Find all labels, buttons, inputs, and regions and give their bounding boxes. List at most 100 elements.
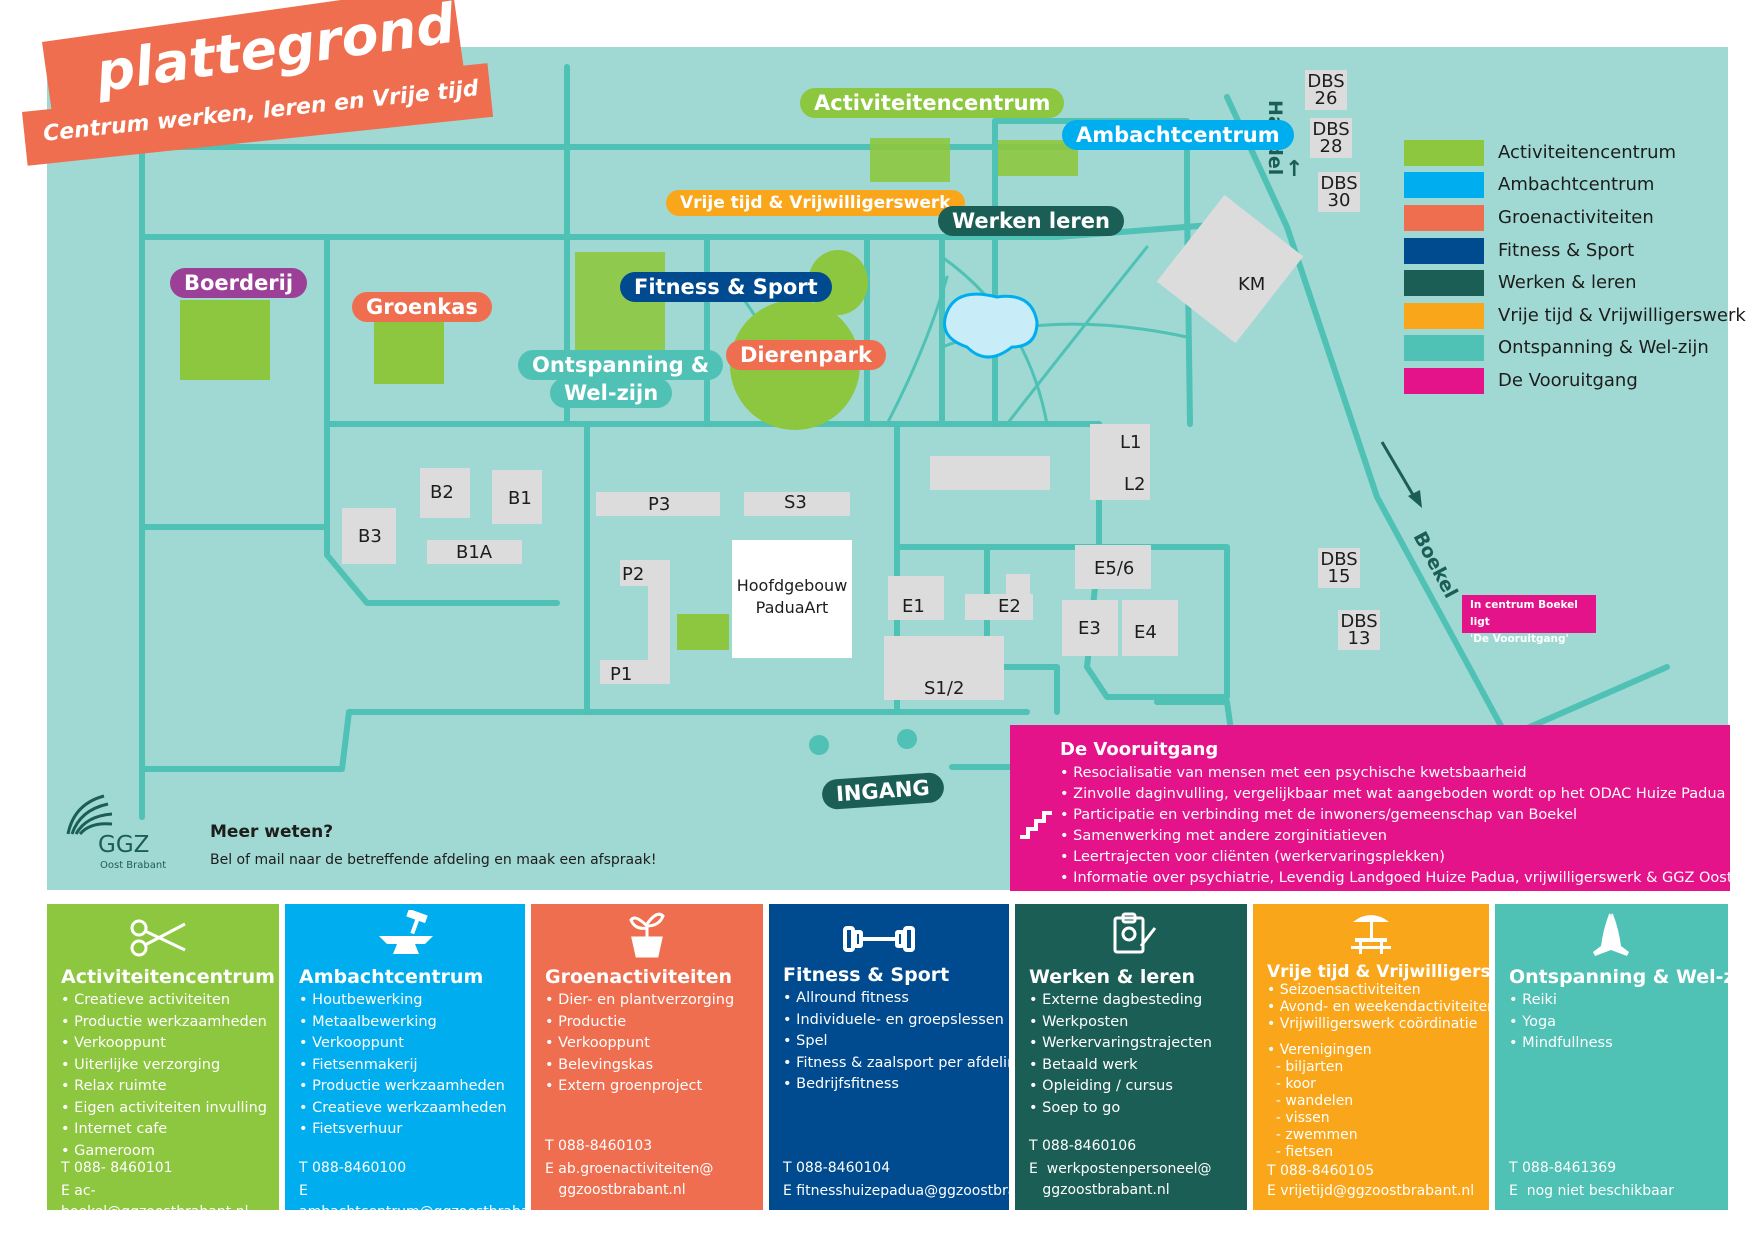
vooruitgang-note: In centrum Boekel ligt'De Vooruitgang' xyxy=(1462,595,1596,645)
card-email: E nog niet beschikbaar xyxy=(1509,1183,1674,1199)
card-list: • Creatieve activiteiten• Productie werk… xyxy=(61,992,267,1159)
building-activiteitencentrum xyxy=(870,138,950,182)
card-email: E fitnesshuizepadua@ggzoostbrabant.nl xyxy=(783,1183,1009,1199)
plant-icon xyxy=(629,912,665,958)
vooruitgang-title: De Vooruitgang xyxy=(1060,739,1219,760)
ggz-logo-text: GGZ xyxy=(98,832,150,858)
card-list: • Houtbewerking• Metaalbewerking• Verkoo… xyxy=(299,992,507,1137)
card-vrije-tijd: Vrije tijd & Vrijwilligerswerk • Seizoen… xyxy=(1253,904,1489,1210)
hoofdgebouw-label-2: PaduaArt xyxy=(755,598,829,617)
card-email: E ab.groenactiviteiten@ ggzoostbrabant.n… xyxy=(545,1161,714,1198)
building-e1: E1 xyxy=(902,596,925,617)
ggz-logo-icon xyxy=(66,794,113,836)
building-p3: P3 xyxy=(648,494,671,515)
card-ontspanning-welzijn: Ontspanning & Wel-zijn • Reiki• Yoga• Mi… xyxy=(1495,904,1728,1210)
card-phone: T 088-8460100 xyxy=(299,1160,407,1176)
card-werken-leren: Werken & leren • Externe dagbesteding• W… xyxy=(1015,904,1247,1210)
building-e3: E3 xyxy=(1078,618,1101,639)
vooruitgang-item: • Samenwerking met andere zorginitiatiev… xyxy=(1060,828,1387,844)
pill-ontspanning-2: Wel-zijn xyxy=(550,378,673,408)
vooruitgang-item: • Participatie en verbinding met de inwo… xyxy=(1060,807,1578,823)
building-s3: S3 xyxy=(784,492,807,513)
building-s12: S1/2 xyxy=(924,678,965,699)
pill-vrije-tijd: Vrije tijd & Vrijwilligerswerk xyxy=(666,190,965,216)
building-l1: L1 xyxy=(1120,432,1142,453)
building-e56: E5/6 xyxy=(1094,558,1135,579)
pill-ontspanning-1: Ontspanning & xyxy=(518,350,724,380)
pill-dierenpark: Dierenpark xyxy=(726,340,886,370)
stairs-icon xyxy=(1020,811,1052,839)
building-p1: P1 xyxy=(610,664,633,685)
pill-ambachtcentrum: Ambachtcentrum xyxy=(1062,120,1294,150)
building-b1: B1 xyxy=(508,488,532,509)
card-title: Activiteitencentrum xyxy=(61,966,275,988)
card-phone: T 088-8460104 xyxy=(783,1160,891,1176)
building-ambachtcentrum xyxy=(998,140,1078,176)
card-title: Groenactiviteiten xyxy=(545,966,732,988)
building-groenkas xyxy=(374,318,444,384)
pond-icon xyxy=(943,292,1039,359)
pill-activiteitencentrum: Activiteitencentrum xyxy=(800,88,1065,118)
card-list: • Allround fitness• Individuele- en groe… xyxy=(783,990,1009,1092)
building-e4: E4 xyxy=(1134,622,1157,643)
card-email: E vrijetijd@ggzoostbrabant.nl xyxy=(1267,1183,1475,1199)
card-phone: T 088-8460106 xyxy=(1029,1138,1137,1154)
card-title: Fitness & Sport xyxy=(783,964,950,986)
ggz-logo-sub: Oost Brabant xyxy=(100,860,167,871)
pill-werken-leren: Werken leren xyxy=(938,206,1124,236)
card-title: Ambachtcentrum xyxy=(299,966,484,988)
card-list: • Externe dagbesteding• Werkposten• Werk… xyxy=(1029,992,1212,1116)
info-text: Bel of mail naar de betreffende afdeling… xyxy=(210,852,657,868)
pill-boerderij: Boerderij xyxy=(170,268,308,298)
anvil-icon xyxy=(379,910,433,954)
vooruitgang-item: • Informatie over psychiatrie, Levendig … xyxy=(1060,870,1764,886)
building-boerderij xyxy=(180,300,270,380)
card-list: • Seizoensactiviteiten• Avond- en weeken… xyxy=(1267,982,1489,1032)
card-email: E werkpostenpersoneel@ ggzoostbrabant.nl xyxy=(1029,1161,1212,1198)
vooruitgang-item: • Zinvolle daginvulling, vergelijkbaar m… xyxy=(1060,786,1726,802)
arrow-down-right-icon xyxy=(1380,441,1422,508)
building-ontspanning xyxy=(575,252,665,352)
praying-hands-icon xyxy=(1593,913,1629,956)
hoofdgebouw xyxy=(732,540,852,658)
card-title: Ontspanning & Wel-zijn xyxy=(1509,966,1728,988)
card-ambachtcentrum: Ambachtcentrum • Houtbewerking• Metaalbe… xyxy=(285,904,525,1210)
picnic-table-icon xyxy=(1351,915,1391,954)
card-list: • Reiki• Yoga• Mindfullness xyxy=(1509,992,1613,1051)
clipboard-icon xyxy=(1113,912,1157,954)
arrow-up-icon: ↑ xyxy=(1285,157,1304,182)
building-e2: E2 xyxy=(998,596,1021,617)
card-phone: T 088-8461369 xyxy=(1509,1160,1617,1176)
card-phone: T 088- 8460101 xyxy=(61,1160,173,1176)
pill-groenkas: Groenkas xyxy=(352,292,492,322)
building-b1a: B1A xyxy=(456,542,493,563)
building-l2: L2 xyxy=(1124,474,1146,495)
vooruitgang-item: • Leertrajecten voor cliënten (werkervar… xyxy=(1060,849,1445,865)
card-title: Werken & leren xyxy=(1029,966,1196,988)
card-groenactiviteiten: Groenactiviteiten • Dier- en plantverzor… xyxy=(531,904,763,1210)
dumbbell-icon xyxy=(843,926,915,952)
building-p2: P2 xyxy=(622,564,645,585)
hoofdgebouw-label-1: Hoofdgebouw xyxy=(736,576,848,595)
card-phone: T 088-8460103 xyxy=(545,1138,653,1154)
building-green-small xyxy=(677,614,729,650)
info-title: Meer weten? xyxy=(210,822,334,842)
card-list-verenigingen: • Verenigingen - biljarten - koor - wand… xyxy=(1267,1042,1372,1160)
card-activiteitencentrum: Activiteitencentrum • Creatieve activite… xyxy=(47,904,279,1210)
card-fitness-sport: Fitness & Sport • Allround fitness• Indi… xyxy=(769,904,1009,1210)
scissors-icon xyxy=(130,919,186,957)
card-phone: T 088-8460105 xyxy=(1267,1163,1375,1179)
vooruitgang-panel: De Vooruitgang • Resocialisatie van mens… xyxy=(1010,725,1764,891)
pill-fitness: Fitness & Sport xyxy=(620,272,832,302)
building-b3: B3 xyxy=(358,526,382,547)
card-list: • Dier- en plantverzorging• Productie• V… xyxy=(545,992,735,1094)
card-email: E ambachtcentrum@ggzoostbrabant.nl xyxy=(299,1183,525,1210)
building-km: KM xyxy=(1238,274,1266,295)
card-title: Vrije tijd & Vrijwilligerswerk xyxy=(1267,962,1489,982)
card-email: E ac-boekel@ggzoostbrabant.nl xyxy=(61,1183,248,1210)
